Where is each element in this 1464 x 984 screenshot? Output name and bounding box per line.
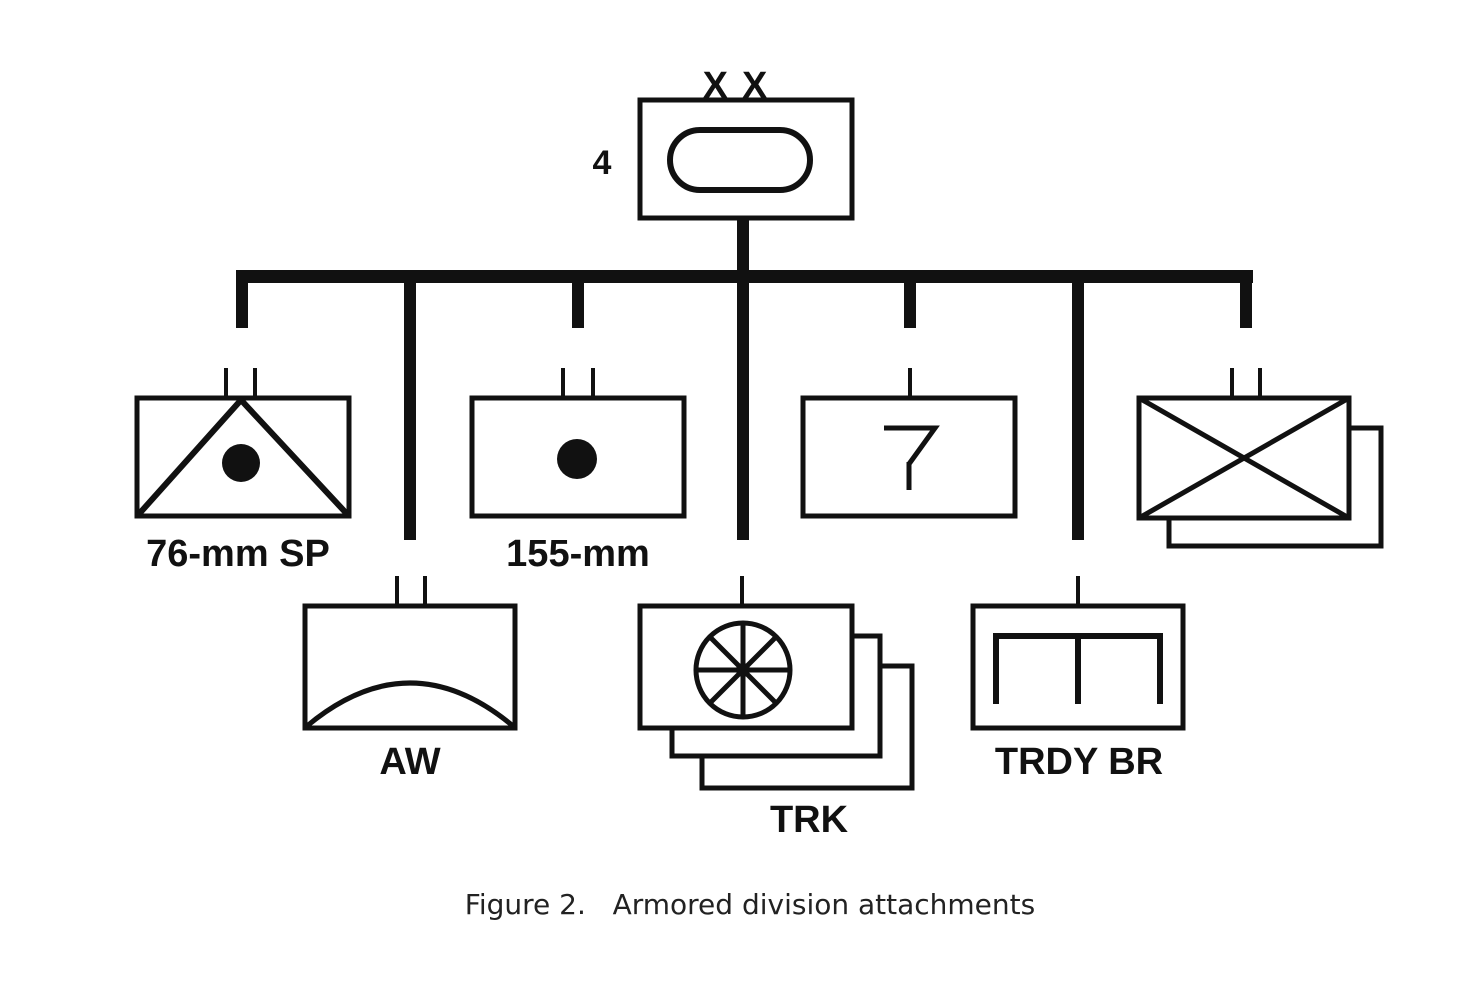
drop-line-how155 (572, 270, 584, 328)
connector-lines (236, 218, 1253, 540)
battalion-echelon-marker (395, 576, 427, 606)
truck-wheel-icon (693, 620, 793, 720)
battalion-echelon-marker (224, 368, 257, 398)
unit-box (637, 603, 855, 731)
battalion-echelon-marker (1230, 368, 1262, 398)
treadway-bridge-icon (993, 633, 1163, 704)
drop-line-sig (904, 270, 916, 328)
unit-treadway-bridge: TRDY BR (970, 576, 1186, 783)
infantry-cross-icon (1137, 395, 1351, 521)
unit-signal (800, 368, 1018, 519)
hq-unit: XX 4 (593, 65, 855, 221)
artillery-dot-icon (557, 439, 597, 479)
hq-trunk-line (737, 218, 749, 278)
unit-label: 76-mm SP (146, 533, 330, 575)
unit-box (1136, 395, 1352, 521)
drop-line-trk (737, 270, 749, 540)
armor-oval-icon (667, 127, 813, 193)
unit-sp76: 76-mm SP (134, 368, 352, 575)
drop-line-aw (404, 270, 416, 540)
unit-box (800, 395, 1018, 519)
hq-designation: 4 (593, 144, 612, 182)
unit-box (302, 603, 518, 731)
stacked-box-middle (669, 633, 883, 759)
signal-antenna-icon (884, 425, 940, 466)
unit-box (469, 395, 687, 519)
self-propelled-triangle-icon (136, 395, 350, 517)
drop-line-sp76 (236, 270, 248, 328)
drop-line-inf (1240, 270, 1252, 328)
unit-box (970, 603, 1186, 731)
unit-aw: AW (302, 576, 518, 783)
unit-label: AW (379, 741, 440, 783)
stacked-box-back (1166, 425, 1384, 549)
unit-label: 155-mm (506, 533, 650, 575)
unit-infantry (1136, 368, 1384, 549)
anti-aircraft-arc-icon (305, 680, 515, 728)
unit-truck: TRK (637, 576, 915, 841)
figure-caption: Figure 2. Armored division attachments (465, 888, 1035, 921)
battalion-echelon-marker (561, 368, 595, 398)
artillery-dot-icon (222, 444, 260, 482)
unit-label: TRK (770, 799, 849, 841)
stacked-box-back (699, 663, 915, 791)
unit-how155: 155-mm (469, 368, 687, 575)
unit-label: TRDY BR (995, 741, 1163, 783)
drop-line-trdy (1072, 270, 1084, 540)
